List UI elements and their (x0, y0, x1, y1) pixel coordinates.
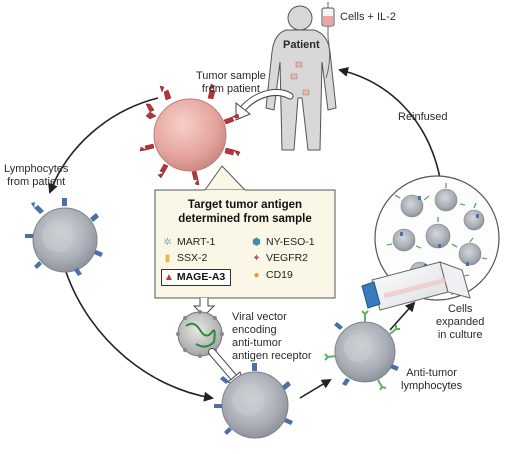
patient-label: Patient (283, 39, 320, 51)
tumor-sample-label: Tumor sample from patient (196, 70, 266, 95)
cells-il2-label: Cells + IL-2 (340, 11, 396, 23)
expansion-culture-view (374, 175, 500, 301)
antigen-name: VEGFR2 (266, 252, 309, 264)
arrow-lymphocytes-to-transduction (65, 271, 214, 402)
anti-tumor-lymphocytes-label: Anti-tumor lymphocytes (401, 367, 463, 392)
arrow-antitumor-to-expansion (389, 301, 416, 331)
lymphocyte-cell-antitumor (324, 310, 400, 391)
antigen-item-selected: ▲ MAGE-A3 (161, 269, 232, 286)
antigen-name: SSX-2 (177, 252, 208, 264)
antigen-item: ● CD19 (250, 269, 293, 281)
viral-vector-label: Viral vector encoding anti-tumor antigen… (232, 311, 312, 362)
tag-icon: ▮ (164, 253, 171, 264)
four-point-star-icon: ✦ (252, 253, 261, 264)
antigen-item: ✦ VEGFR2 (250, 252, 308, 264)
tumor-cell (139, 83, 241, 186)
iv-bag-icon (321, 2, 335, 79)
circle-icon: ● (253, 270, 260, 281)
receptor-icon: ▲ (164, 272, 174, 283)
hexagon-icon: ⬢ (252, 237, 261, 248)
antigen-name: CD19 (266, 269, 293, 281)
antigen-name: MAGE-A3 (176, 271, 226, 283)
viral-vector (176, 310, 224, 358)
patient-figure (265, 5, 337, 151)
reinfused-label: Reinfused (398, 111, 448, 123)
culture-flask-icon (361, 261, 471, 311)
antigen-item: ⬢ NY-ESO-1 (250, 236, 315, 248)
arrow-reinfused-to-patient (338, 67, 441, 179)
antigen-name: MART-1 (177, 236, 216, 248)
antigen-item: ▮ SSX-2 (161, 252, 208, 264)
lymphocytes-from-patient-label: Lymphocytes from patient (4, 163, 69, 188)
antigen-callout: Target tumor antigen determined from sam… (155, 190, 335, 298)
star-icon: ✲ (163, 237, 172, 248)
arrow-tumor-to-lymphocytes (48, 97, 159, 194)
callout-title: Target tumor antigen determined from sam… (178, 199, 312, 225)
antigen-item: ✲ MART-1 (161, 236, 215, 248)
lymphocyte-cell-patient (25, 198, 103, 276)
arrow-transduced-to-antitumor (299, 378, 332, 399)
cells-expanded-label: Cells expanded in culture (436, 303, 485, 341)
antigen-name: NY-ESO-1 (266, 236, 315, 248)
lymphocyte-cell-transduced (214, 363, 293, 439)
